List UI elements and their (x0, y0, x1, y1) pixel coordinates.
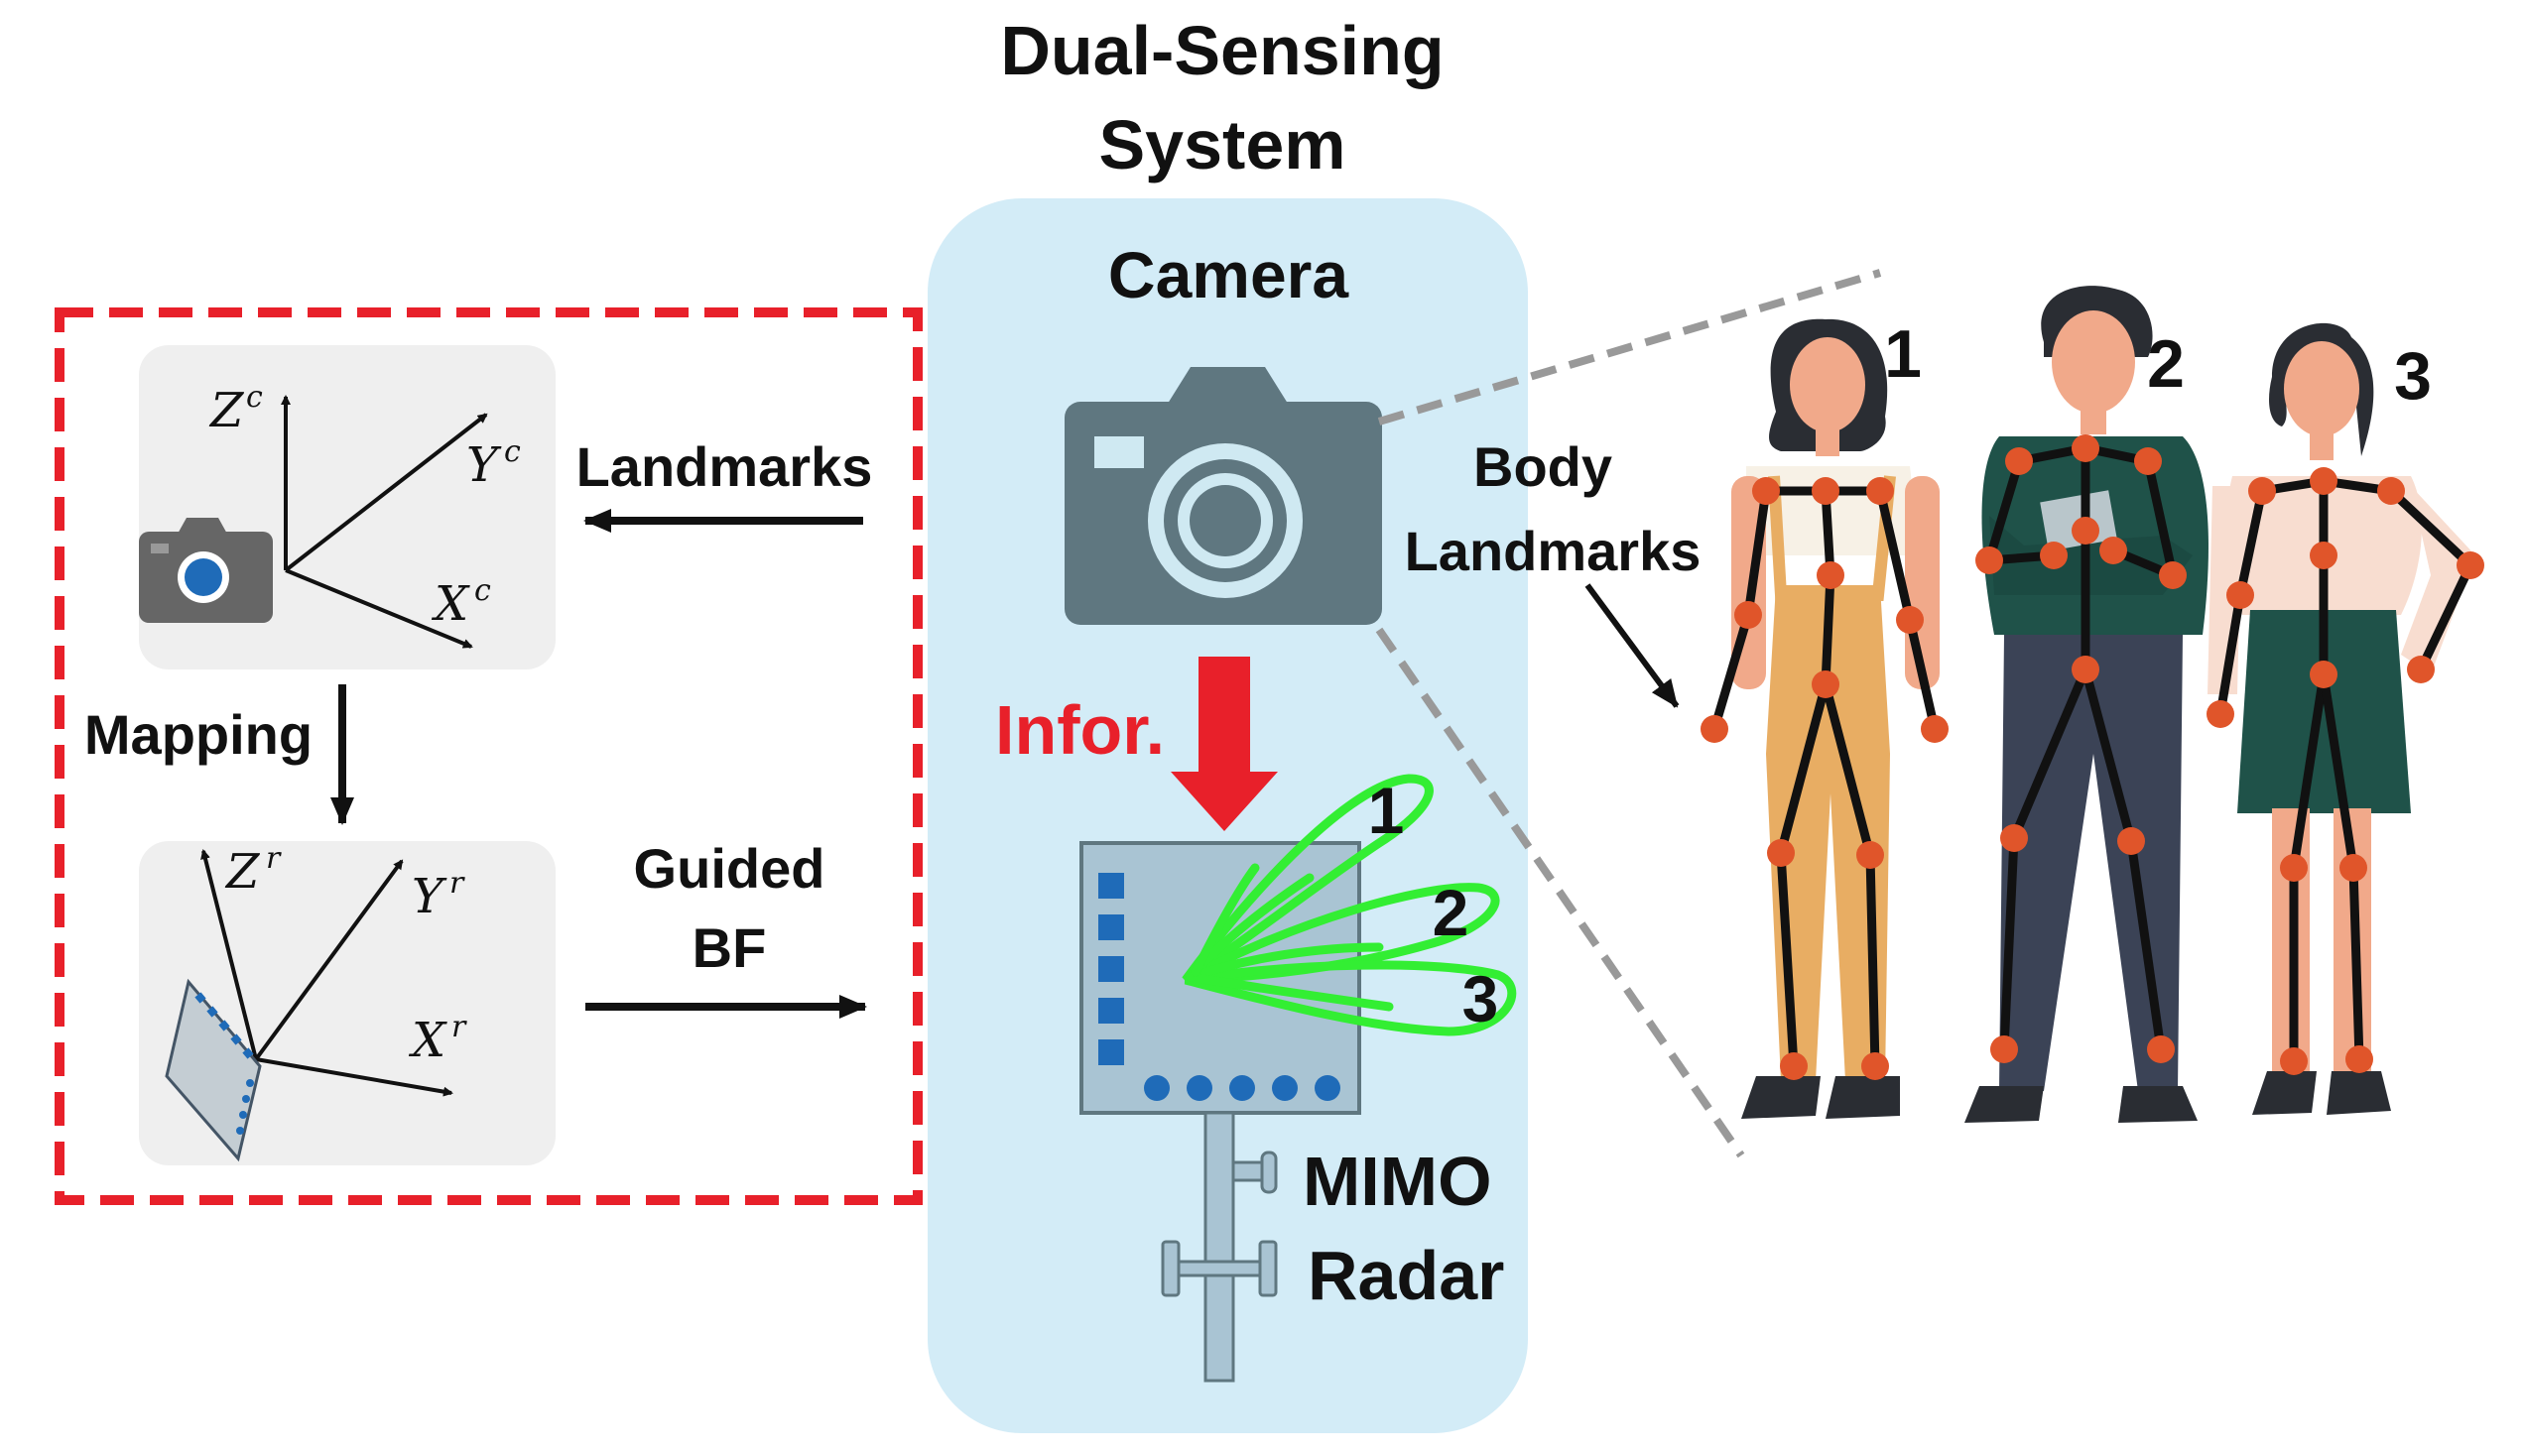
person-number-1: 1 (1884, 316, 1922, 392)
title-line2: System (1098, 106, 1345, 183)
beam-3 (1184, 960, 1517, 1036)
camera-axis-y-sup: c (504, 434, 521, 469)
guided-bf-label-line1: Guided (634, 837, 825, 900)
camera-label: Camera (1108, 238, 1349, 311)
landmarks-label: Landmarks (576, 435, 873, 498)
diagram-title: Dual-Sensing System (1000, 12, 1444, 183)
radar-axis-y: Y (412, 869, 447, 924)
beam-number-2: 2 (1433, 876, 1469, 949)
projection-lines (1375, 269, 1882, 1158)
beam-number-3: 3 (1462, 962, 1499, 1035)
small-camera-icon (139, 518, 273, 623)
small-radar-panel-icon (165, 978, 262, 1162)
radar-axis-y-sup: r (449, 866, 465, 901)
person-3 (2208, 322, 2475, 1115)
radar-beams (1182, 774, 1517, 1036)
radar-axis-x: X (408, 1013, 447, 1068)
radar-axis-z: Z (224, 844, 261, 900)
person-number-3: 3 (2394, 338, 2432, 414)
camera-icon (1065, 367, 1382, 625)
mapping-dashed-box (55, 307, 923, 1205)
beam-number-1: 1 (1368, 774, 1405, 847)
person-number-2: 2 (2147, 326, 2185, 402)
radar-label-line2: Radar (1308, 1237, 1504, 1314)
body-landmarks-label-line1: Body (1473, 435, 1612, 498)
camera-axis-z: Z (208, 383, 245, 438)
radar-label-line1: MIMO (1303, 1143, 1492, 1220)
guided-bf-label-line2: BF (693, 916, 767, 979)
camera-axes (281, 395, 488, 649)
infor-label: Infor. (995, 691, 1165, 769)
person-2 (1964, 286, 2208, 1123)
antenna-elements (1098, 873, 1340, 1101)
beam-numbers: 1 2 3 (1368, 774, 1499, 1035)
title-line1: Dual-Sensing (1000, 12, 1444, 89)
camera-axis-x-sup: c (474, 573, 491, 608)
infor-arrow-icon (1171, 657, 1278, 831)
radar-axes (200, 849, 453, 1097)
radar-axis-z-sup: r (266, 841, 282, 876)
radar-axis-x-sup: r (451, 1010, 467, 1044)
person-numbers: 1 2 3 (1884, 316, 2432, 414)
body-landmarks-arrow (1584, 583, 1680, 708)
beam-1 (1182, 774, 1434, 984)
camera-axis-z-sup: c (246, 380, 263, 415)
camera-axis-x: X (431, 576, 470, 632)
body-joints (1701, 434, 2484, 1080)
mapping-label: Mapping (84, 703, 313, 766)
camera-axis-y: Y (466, 437, 502, 493)
body-landmarks-label-line2: Landmarks (1405, 520, 1702, 582)
